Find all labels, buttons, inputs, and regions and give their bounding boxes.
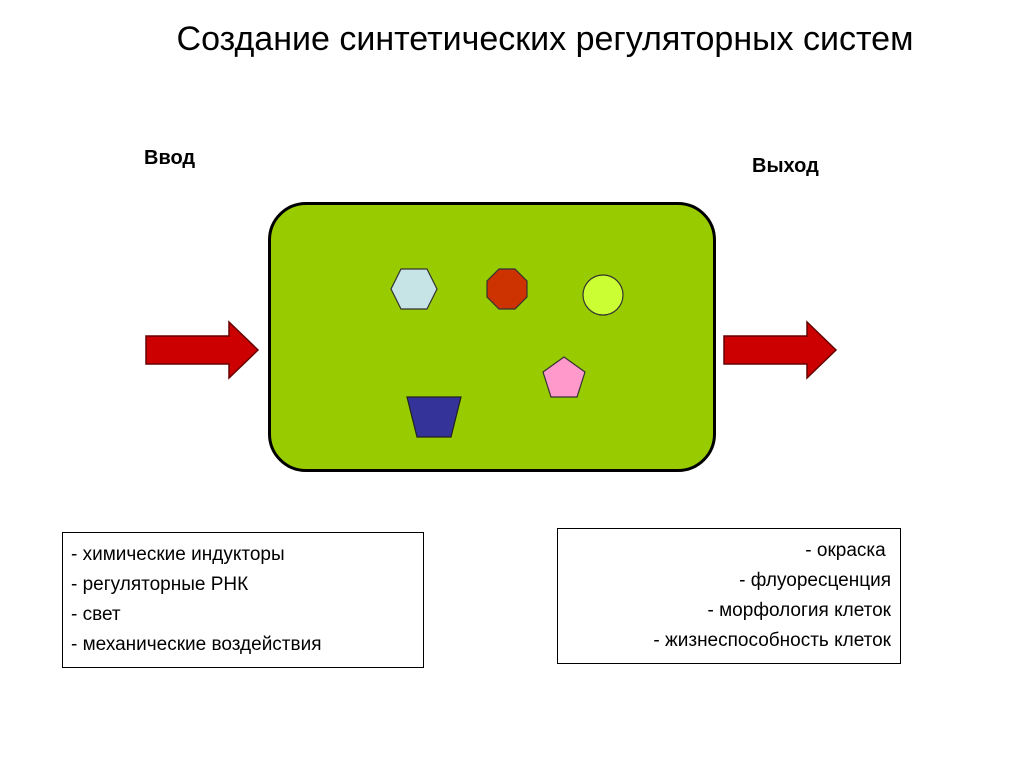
hexagon-shape <box>390 268 438 310</box>
pentagon-shape <box>542 356 586 398</box>
cell-box <box>268 202 716 472</box>
pentagon-polygon <box>542 356 586 398</box>
octagon-polygon <box>486 268 528 310</box>
slide-title: Создание синтетических регуляторных сист… <box>176 20 914 58</box>
input-item: - свет <box>71 604 121 625</box>
output-item: - морфология клеток <box>707 600 891 621</box>
output-arrow-shape <box>723 320 838 380</box>
circle-shape <box>582 274 624 316</box>
output-item: - окраска <box>805 540 891 561</box>
trapezoid-shape <box>406 396 462 438</box>
trapezoid-polygon <box>406 396 462 438</box>
circle-element <box>582 274 624 316</box>
input-item: - регуляторные РНК <box>71 574 249 595</box>
output-item: - флуоресценция <box>739 570 891 591</box>
output-arrow <box>723 320 838 380</box>
octagon-shape <box>486 268 528 310</box>
output-item: - жизнеспособность клеток <box>653 630 891 651</box>
input-item: - химические индукторы <box>71 544 285 565</box>
inputs-list-box: - химические индукторы - регуляторные РН… <box>62 532 424 668</box>
input-arrow <box>145 320 260 380</box>
hexagon-polygon <box>390 268 438 310</box>
input-item: - механические воздействия <box>71 634 322 655</box>
outputs-list-box: - окраска - флуоресценция - морфология к… <box>557 528 901 664</box>
input-arrow-shape <box>145 320 260 380</box>
output-label: Выход <box>752 155 819 177</box>
input-label: Ввод <box>144 147 196 169</box>
